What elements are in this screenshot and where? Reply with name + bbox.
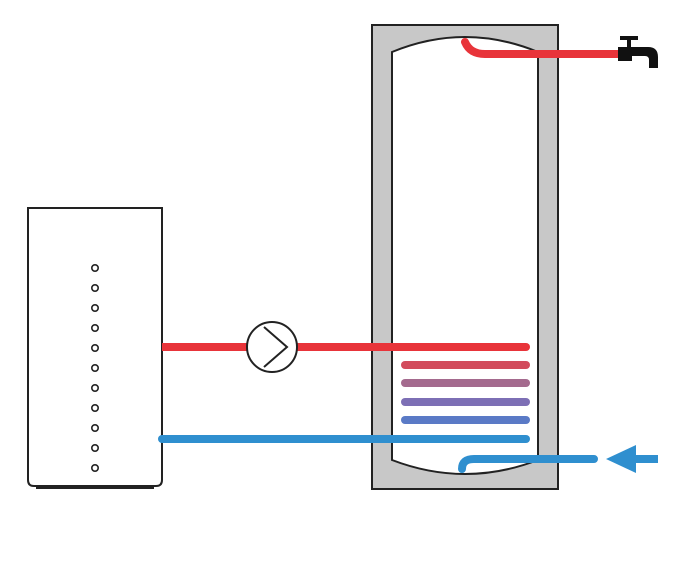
faucet-handle <box>620 36 638 40</box>
hot-water-cylinder-icon <box>391 36 539 475</box>
hot-water-outlet <box>461 36 658 68</box>
status-dot <box>91 463 100 472</box>
status-dot <box>91 343 100 352</box>
circulation-pump <box>246 321 298 373</box>
pump-icon <box>246 321 298 373</box>
cold-water-inlet <box>458 445 658 473</box>
outlet-pipe <box>461 38 624 58</box>
faucet-spout <box>630 47 658 68</box>
status-dot <box>91 383 100 392</box>
faucet-body <box>618 47 632 61</box>
heating-coil <box>401 361 530 424</box>
status-dot <box>91 303 100 312</box>
heat-source-unit <box>27 207 163 489</box>
faucet-icon <box>618 36 658 68</box>
arrow-left-icon <box>606 445 658 473</box>
status-dot <box>91 283 100 292</box>
status-dot <box>91 403 100 412</box>
pump-direction-chevron <box>263 326 289 368</box>
status-dot <box>91 263 100 272</box>
arrow-head <box>606 445 636 473</box>
status-dot <box>91 443 100 452</box>
faucet-stem <box>627 40 631 48</box>
status-dots <box>91 263 100 472</box>
status-dot <box>91 323 100 332</box>
inlet-pipe <box>458 455 598 473</box>
status-dot <box>91 423 100 432</box>
status-dot <box>91 363 100 372</box>
